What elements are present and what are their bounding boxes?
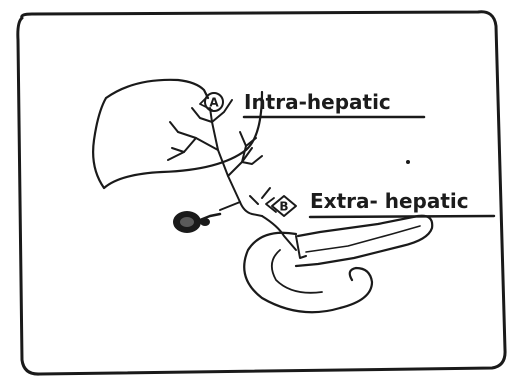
intra-hepatic-label: Intra-hepatic xyxy=(244,90,391,114)
intrahepatic-ducts xyxy=(168,100,262,202)
common-bile-duct-terminal xyxy=(296,236,306,258)
extra-hepatic-label: Extra- hepatic xyxy=(310,189,469,213)
pancreatic-duct xyxy=(306,226,420,252)
marker-a: A xyxy=(209,96,219,110)
ink-speck xyxy=(406,160,410,164)
gallbladder xyxy=(173,211,220,233)
extra-hepatic-underline xyxy=(310,216,494,217)
marker-b: B xyxy=(279,200,288,214)
label-extra-hepatic: B Extra- hepatic xyxy=(266,189,494,217)
liver-outline xyxy=(93,80,262,188)
duodenum-inner xyxy=(272,250,322,293)
label-intra-hepatic: A Intra-hepatic xyxy=(200,90,424,117)
